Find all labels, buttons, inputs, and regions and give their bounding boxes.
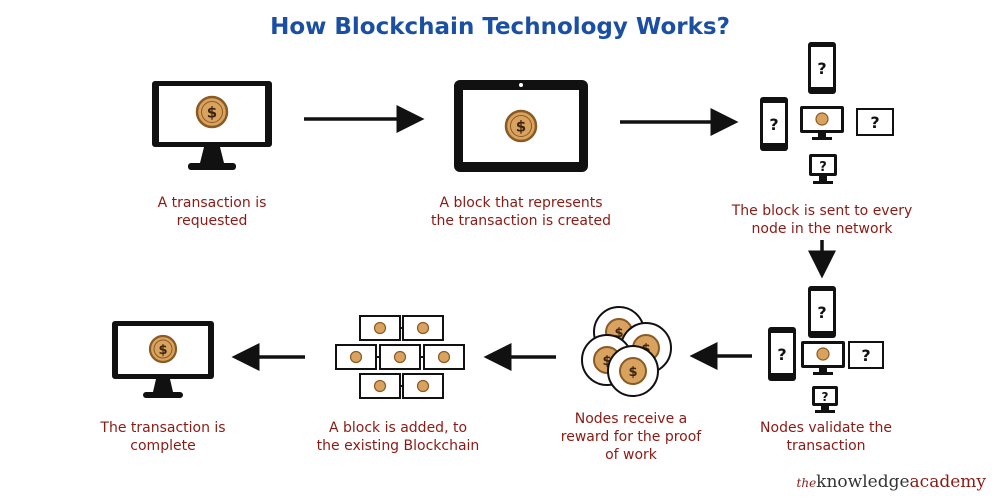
block-tile [359, 373, 401, 399]
blockchain-blocks-icon [335, 315, 465, 399]
question-mark-icon: ? [861, 346, 870, 365]
block-tile [379, 344, 421, 370]
question-mark-icon: ? [817, 303, 826, 322]
network-nodes-icon: ? ? ? ? [760, 42, 894, 184]
question-mark-icon: ? [817, 59, 826, 78]
dollar-sign-icon: $ [602, 354, 611, 369]
step-reward-caption: Nodes receive a reward for the proof of … [560, 411, 702, 463]
coin-icon: $ [504, 109, 538, 143]
step-block-added-caption: A block is added, to the existing Blockc… [316, 420, 480, 454]
dollar-sign-icon: $ [158, 343, 167, 358]
step-block-created-caption: A block that represents the transaction … [431, 195, 611, 229]
question-mark-icon: ? [777, 345, 786, 364]
dollar-sign-icon: $ [207, 104, 217, 122]
dollar-sign-icon: $ [614, 326, 623, 341]
validating-nodes-icon: ? ? ? ? [768, 286, 884, 413]
step-validate-caption: Nodes validate the transaction [760, 420, 892, 454]
question-mark-icon: ? [769, 115, 778, 134]
block-tile [402, 315, 444, 341]
coin-icon: $ [148, 334, 178, 364]
step-block-sent-caption: The block is sent to every node in the n… [731, 203, 913, 237]
block-tile [402, 373, 444, 399]
block-tile [359, 315, 401, 341]
dollar-sign-icon: $ [628, 365, 637, 380]
block-tile [335, 344, 377, 370]
brand-logo: theknowledgeacademy [796, 472, 986, 492]
step-requested-caption: A transaction is requested [157, 195, 267, 229]
question-mark-icon: ? [870, 113, 879, 132]
block-tile [423, 344, 465, 370]
coin-icon: $ [195, 95, 229, 129]
question-mark-icon: ? [819, 160, 827, 175]
step-complete-caption: The transaction is complete [100, 420, 226, 454]
reward-coins-icon: $ $ $ $ [581, 306, 672, 397]
diagram-title: How Blockchain Technology Works? [270, 14, 730, 40]
question-mark-icon: ? [822, 390, 829, 404]
dollar-sign-icon: $ [516, 118, 526, 136]
